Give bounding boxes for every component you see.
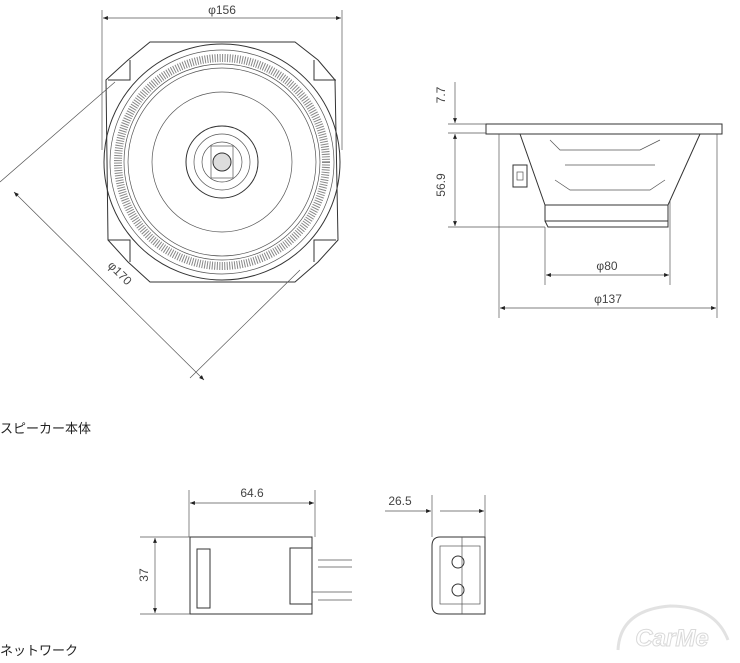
dim-network-depth: 26.5 [388, 494, 412, 508]
dim-flange-height: 7.7 [434, 86, 448, 103]
dim-depth: 56.9 [434, 173, 448, 197]
dim-cutout-diameter: φ137 [594, 292, 622, 306]
network-caption: ネットワーク [0, 644, 79, 659]
dim-network-height: 37 [137, 568, 151, 582]
dim-network-width: 64.6 [240, 486, 264, 500]
dim-magnet-diameter: φ80 [596, 259, 617, 273]
dim-front-diameter: φ156 [208, 3, 236, 17]
speaker-caption: スピーカー本体 [0, 422, 92, 437]
carme-logo: CarMe [616, 604, 730, 653]
speaker-front-view: φ156 φ170 [0, 3, 343, 381]
speaker-side-view: 7.7 56.9 φ80 φ137 [434, 82, 723, 318]
network-side-view: 26.5 [385, 494, 486, 615]
network-front-view: 64.6 37 [137, 486, 352, 615]
svg-text:CarMe: CarMe [635, 625, 708, 652]
dim-front-diagonal: φ170 [105, 258, 135, 288]
